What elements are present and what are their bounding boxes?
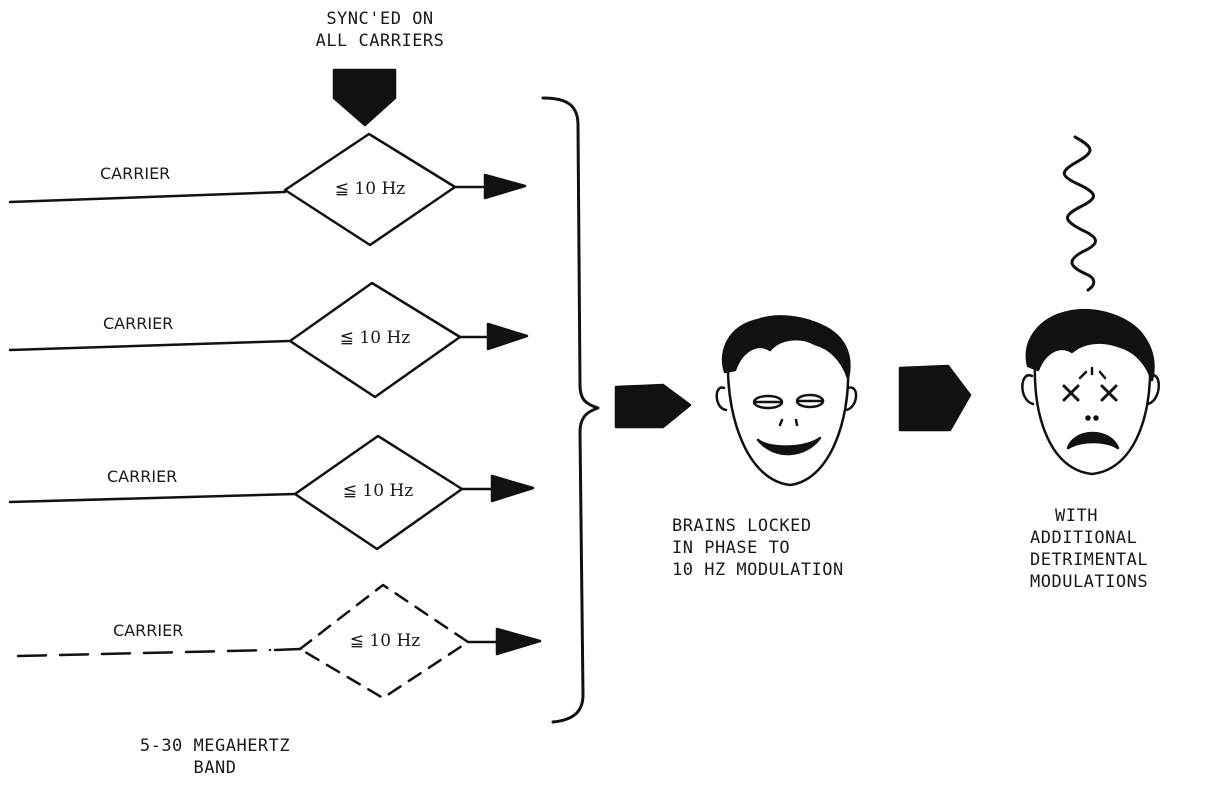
carrier-label-4: CARRIER xyxy=(113,621,184,640)
smiling-face-icon xyxy=(715,315,858,487)
output-arrowhead xyxy=(483,173,527,200)
carrier-row-1 xyxy=(8,132,527,247)
detrimental-wave-icon xyxy=(1062,135,1097,292)
detrimental-caption-line1: WITH xyxy=(1055,506,1098,526)
band-label-line2: BAND xyxy=(193,758,237,778)
detrimental-caption-line4: MODULATIONS xyxy=(1030,572,1149,592)
detrimental-caption-line2: ADDITIONAL xyxy=(1030,528,1138,548)
locked-caption-line1: BRAINS LOCKED xyxy=(672,516,812,536)
locked-caption: BRAINS LOCKED IN PHASE TO 10 HZ MODULATI… xyxy=(672,515,844,581)
modulation-label-2: ≦ 10 Hz xyxy=(339,328,411,348)
modulation-label-3: ≦ 10 Hz xyxy=(342,481,414,501)
carrier-row-3 xyxy=(8,434,535,551)
locked-caption-line2: IN PHASE TO xyxy=(672,538,791,558)
carrier-line xyxy=(8,492,297,504)
sync-label: SYNC'ED ON ALL CARRIERS xyxy=(290,8,470,52)
pentagon-arrow-2 xyxy=(898,364,972,432)
sync-label-line2: ALL CARRIERS xyxy=(315,31,445,51)
output-arrowhead xyxy=(495,627,542,656)
detrimental-caption-line3: DETRIMENTAL xyxy=(1030,550,1149,570)
sync-label-line1: SYNC'ED ON xyxy=(326,9,434,29)
carrier-label-2: CARRIER xyxy=(103,314,174,333)
distressed-face-icon xyxy=(1021,308,1160,476)
carrier-connector xyxy=(273,647,302,652)
carrier-line xyxy=(8,190,287,204)
pentagon-arrow-1 xyxy=(614,383,692,429)
carrier-line xyxy=(8,339,292,352)
carrier-row-4 xyxy=(16,583,542,700)
sync-pointer-arrow xyxy=(332,68,397,127)
output-arrowhead xyxy=(486,322,529,351)
detrimental-caption: WITH ADDITIONAL DETRIMENTAL MODULATIONS xyxy=(1030,505,1205,593)
carrier-label-3: CARRIER xyxy=(107,467,178,486)
modulation-label-1: ≦ 10 Hz xyxy=(334,179,406,199)
carrier-row-2 xyxy=(8,281,529,399)
modulation-label-4: ≦ 10 Hz xyxy=(349,631,421,651)
output-arrowhead xyxy=(490,474,535,503)
carrier-label-1: CARRIER xyxy=(100,164,171,183)
band-label: 5-30 MEGAHERTZ BAND xyxy=(125,735,305,779)
locked-caption-line3: 10 HZ MODULATION xyxy=(672,560,844,580)
band-label-line1: 5-30 MEGAHERTZ xyxy=(139,736,291,756)
carrier-dashed-line xyxy=(16,648,272,658)
grouping-brace xyxy=(541,96,600,724)
